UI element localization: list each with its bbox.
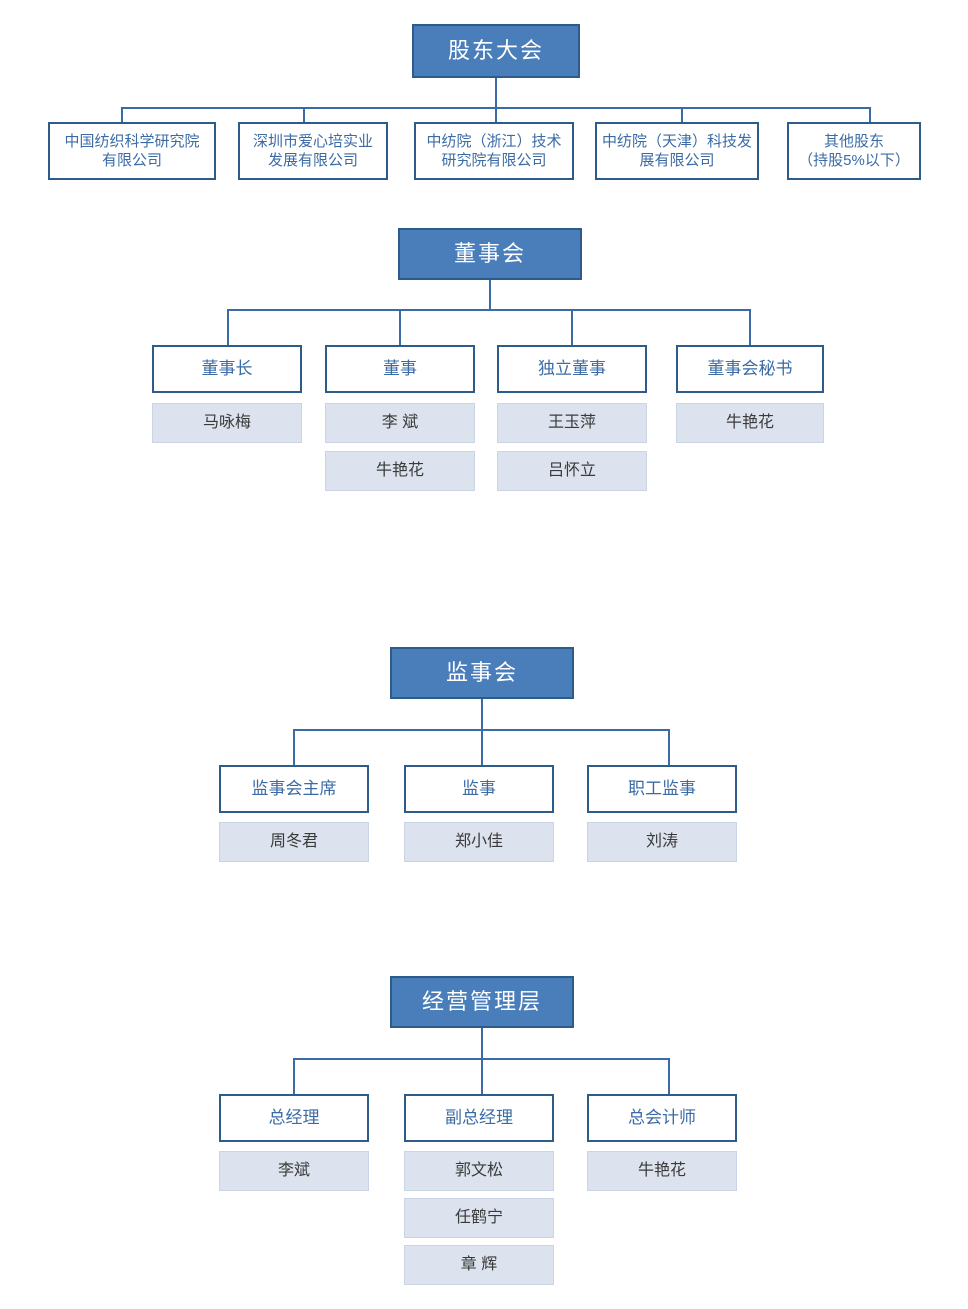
connector-drop-management-1: [293, 1058, 295, 1094]
connector-drop-board-3: [571, 309, 573, 345]
node-role-independent-director[interactable]: 独立董事: [497, 345, 647, 393]
node-label: 中纺院（天津）科技发展有限公司: [601, 132, 752, 169]
node-role-chief-accountant[interactable]: 总会计师: [587, 1094, 737, 1142]
node-label: 职工监事: [628, 779, 696, 799]
connector-drop-shareholder-3: [495, 107, 497, 124]
person-name: 章 辉: [460, 1255, 498, 1273]
person-name: 郭文松: [454, 1161, 503, 1179]
node-label: 监事会主席: [251, 779, 337, 799]
node-person-supervisor-1[interactable]: 郑小佳: [404, 822, 554, 862]
node-role-general-manager[interactable]: 总经理: [219, 1094, 369, 1142]
node-label: 总会计师: [628, 1108, 696, 1128]
person-name: 刘涛: [645, 832, 678, 850]
person-name: 周冬君: [269, 832, 318, 850]
node-label: 经营管理层: [421, 988, 542, 1014]
node-role-supervisor[interactable]: 监事: [404, 765, 554, 813]
connector-drop-management-3: [668, 1058, 670, 1094]
person-name: 马咏梅: [202, 413, 251, 431]
person-name: 牛艳花: [637, 1161, 686, 1179]
node-person-deputy-general-manager-1[interactable]: 郭文松: [404, 1151, 554, 1191]
connector-trunk-board: [489, 280, 491, 310]
person-name: 任鹤宁: [454, 1208, 503, 1226]
person-name: 李斌: [277, 1161, 310, 1179]
connector-drop-supervisor-2: [481, 729, 483, 765]
node-shareholder-5[interactable]: 其他股东（持股5%以下）: [787, 122, 921, 180]
node-role-supervisor-chairman[interactable]: 监事会主席: [219, 765, 369, 813]
node-person-deputy-general-manager-3[interactable]: 章 辉: [404, 1245, 554, 1285]
connector-trunk-shareholders: [495, 78, 497, 108]
node-person-director-1[interactable]: 李 斌: [325, 403, 475, 443]
connector-drop-shareholder-1: [121, 107, 123, 124]
connector-drop-supervisor-1: [293, 729, 295, 765]
node-label: 董事会秘书: [707, 359, 793, 379]
node-label: 监事会: [445, 659, 518, 685]
connector-trunk-supervisors: [481, 699, 483, 730]
node-person-independent-director-1[interactable]: 王玉萍: [497, 403, 647, 443]
node-shareholder-3[interactable]: 中纺院（浙江）技术研究院有限公司: [414, 122, 574, 180]
node-person-board-secretary-1[interactable]: 牛艳花: [676, 403, 824, 443]
person-name: 牛艳花: [375, 461, 424, 479]
connector-drop-supervisor-3: [668, 729, 670, 765]
node-board-of-supervisors[interactable]: 监事会: [390, 647, 574, 699]
node-label: 股东大会: [447, 37, 544, 63]
node-person-director-2[interactable]: 牛艳花: [325, 451, 475, 491]
node-role-director[interactable]: 董事: [325, 345, 475, 393]
node-label: 董事会: [453, 240, 526, 266]
node-person-independent-director-2[interactable]: 吕怀立: [497, 451, 647, 491]
node-role-chairman[interactable]: 董事长: [152, 345, 302, 393]
node-shareholder-1[interactable]: 中国纺织科学研究院有限公司: [48, 122, 216, 180]
node-role-employee-supervisor[interactable]: 职工监事: [587, 765, 737, 813]
node-person-deputy-general-manager-2[interactable]: 任鹤宁: [404, 1198, 554, 1238]
node-label: 深圳市爱心培实业发展有限公司: [252, 132, 373, 169]
node-label: 独立董事: [538, 359, 606, 379]
connector-drop-shareholder-4: [681, 107, 683, 124]
connector-drop-board-2: [399, 309, 401, 345]
connector-drop-board-1: [227, 309, 229, 345]
node-shareholder-4[interactable]: 中纺院（天津）科技发展有限公司: [595, 122, 759, 180]
node-shareholders-meeting[interactable]: 股东大会: [412, 24, 580, 78]
node-person-employee-supervisor-1[interactable]: 刘涛: [587, 822, 737, 862]
node-shareholder-2[interactable]: 深圳市爱心培实业发展有限公司: [238, 122, 388, 180]
connector-trunk-management: [481, 1028, 483, 1059]
connector-drop-shareholder-5: [869, 107, 871, 124]
person-name: 吕怀立: [547, 461, 596, 479]
node-person-chief-accountant-1[interactable]: 牛艳花: [587, 1151, 737, 1191]
node-person-chairman-1[interactable]: 马咏梅: [152, 403, 302, 443]
node-label: 监事: [462, 779, 496, 799]
node-label: 其他股东（持股5%以下）: [798, 132, 910, 169]
node-role-board-secretary[interactable]: 董事会秘书: [676, 345, 824, 393]
person-name: 李 斌: [381, 413, 419, 431]
node-person-supervisor-chairman-1[interactable]: 周冬君: [219, 822, 369, 862]
person-name: 郑小佳: [454, 832, 503, 850]
node-management-layer[interactable]: 经营管理层: [390, 976, 574, 1028]
connector-bus-board: [227, 309, 751, 311]
connector-drop-management-2: [481, 1058, 483, 1094]
person-name: 王玉萍: [547, 413, 596, 431]
node-board-of-directors[interactable]: 董事会: [398, 228, 582, 280]
node-label: 董事: [383, 359, 417, 379]
node-label: 总经理: [268, 1108, 320, 1128]
person-name: 牛艳花: [725, 413, 774, 431]
node-role-deputy-general-manager[interactable]: 副总经理: [404, 1094, 554, 1142]
node-person-general-manager-1[interactable]: 李斌: [219, 1151, 369, 1191]
node-label: 中国纺织科学研究院有限公司: [64, 132, 200, 169]
node-label: 董事长: [201, 359, 253, 379]
node-label: 中纺院（浙江）技术研究院有限公司: [426, 132, 562, 169]
connector-drop-shareholder-2: [303, 107, 305, 124]
connector-drop-board-4: [749, 309, 751, 345]
node-label: 副总经理: [445, 1108, 513, 1128]
